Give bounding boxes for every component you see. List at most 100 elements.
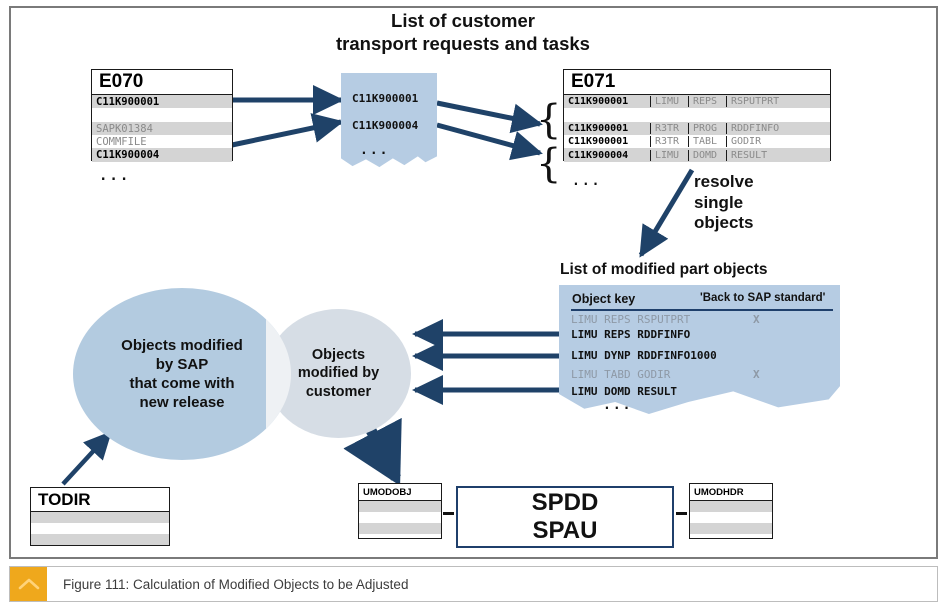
object-key: LIMU REPS RSPUTPRT bbox=[571, 313, 691, 326]
table-row[interactable]: C11K900001 R3TR PROG RDDFINFO bbox=[564, 122, 830, 135]
circle-sap-line3: that come with bbox=[129, 375, 235, 392]
modified-list-flag: X bbox=[753, 368, 760, 381]
main-title-line1: List of customer bbox=[391, 10, 535, 31]
table-e070-header: E070 bbox=[92, 70, 232, 95]
modified-list-row[interactable]: LIMU DOMD RESULT bbox=[571, 385, 677, 398]
object-key: LIMU REPS RDDFINFO bbox=[571, 328, 691, 341]
table-umodhdr[interactable]: UMODHDR bbox=[689, 483, 773, 539]
table-e071[interactable]: E071 C11K900001 LIMU REPS RSPUTPRT C11K9… bbox=[563, 69, 831, 162]
modified-list-row[interactable]: LIMU TABD GODIR bbox=[571, 368, 670, 381]
paper-transport-list bbox=[341, 73, 437, 168]
table-row[interactable]: C11K900001 R3TR TABL GODIR bbox=[564, 135, 830, 148]
table-row[interactable] bbox=[31, 512, 169, 523]
circle-sap-line4: new release bbox=[139, 394, 225, 412]
table-row[interactable] bbox=[359, 523, 441, 534]
paper-line-1: C11K900001 bbox=[352, 92, 419, 105]
table-row[interactable] bbox=[564, 108, 830, 122]
table-todir-header: TODIR bbox=[31, 488, 169, 512]
table-umodhdr-header: UMODHDR bbox=[690, 484, 772, 501]
table-e070[interactable]: E070 C11K900001 SAPK01384 COMMFI bbox=[91, 69, 233, 162]
table-umodobj[interactable]: UMODOBJ bbox=[358, 483, 442, 539]
cell-key: SAPK01384 bbox=[96, 122, 153, 135]
circle-sap-line1: Objects modified bbox=[121, 336, 243, 354]
object-key: LIMU DYNP RDDFINFO1000 bbox=[571, 349, 717, 362]
cell-type: LIMU bbox=[650, 149, 688, 161]
object-key: LIMU TABD GODIR bbox=[571, 368, 671, 381]
table-row[interactable] bbox=[359, 501, 441, 512]
table-row[interactable]: SAPK01384 bbox=[92, 122, 232, 135]
table-e071-body: C11K900001 LIMU REPS RSPUTPRT C11K900001… bbox=[564, 95, 830, 162]
circle-customer-line3: customer bbox=[305, 383, 372, 400]
venn-overlap-region bbox=[266, 309, 291, 438]
e070-ellipsis: ... bbox=[99, 168, 131, 184]
brace-bottom: { bbox=[536, 141, 562, 187]
cell-key: C11K900004 bbox=[568, 149, 629, 161]
modified-list-header-key: Object key bbox=[572, 292, 636, 306]
circle-customer-label: Objects modified by customer bbox=[298, 346, 379, 402]
cell-type: LIMU bbox=[650, 96, 688, 107]
cell-name: RDDFINFO bbox=[726, 123, 794, 134]
table-todir[interactable]: TODIR bbox=[30, 487, 170, 546]
chevron-up-icon[interactable] bbox=[10, 567, 47, 601]
cell-name: GODIR bbox=[726, 136, 794, 147]
table-umodobj-header: UMODOBJ bbox=[359, 484, 441, 501]
paper-ellipsis: ... bbox=[360, 143, 390, 158]
cell-object: TABL bbox=[688, 136, 726, 147]
cell-object: PROG bbox=[688, 123, 726, 134]
resolve-line2: single bbox=[694, 192, 744, 212]
spdd-label: SPDD bbox=[531, 488, 599, 516]
cell-key: C11K900001 bbox=[96, 95, 160, 108]
table-row[interactable] bbox=[690, 523, 772, 534]
cell-object: DOMD bbox=[688, 149, 726, 161]
table-row[interactable] bbox=[31, 534, 169, 545]
circle-customer-line2: modified by bbox=[297, 365, 380, 382]
cell-key: COMMFILE bbox=[96, 135, 147, 148]
table-row[interactable] bbox=[690, 501, 772, 512]
modified-list-row[interactable]: LIMU REPS RSPUTPRT bbox=[571, 313, 690, 326]
connector-left-dash bbox=[443, 512, 454, 515]
cell-type: R3TR bbox=[650, 136, 688, 147]
table-row[interactable]: C11K900004 LIMU DOMD RESULT bbox=[564, 148, 830, 162]
paper-line-2: C11K900004 bbox=[352, 119, 419, 132]
paper-modified-objects bbox=[559, 285, 840, 415]
main-title: List of customer transport requests and … bbox=[248, 10, 678, 55]
table-row[interactable] bbox=[31, 523, 169, 534]
main-title-line2: transport requests and tasks bbox=[336, 32, 590, 54]
cell-key: C11K900001 bbox=[568, 136, 629, 147]
circle-sap-line2: by SAP bbox=[155, 355, 209, 373]
table-e071-header: E071 bbox=[564, 70, 830, 95]
figure-caption-bar: Figure 111: Calculation of Modified Obje… bbox=[9, 566, 938, 602]
figure-caption-text: Figure 111: Calculation of Modified Obje… bbox=[63, 576, 409, 592]
cell-key: C11K900001 bbox=[568, 96, 629, 107]
modified-list-row[interactable]: LIMU REPS RDDFINFO bbox=[571, 328, 690, 341]
cell-type: R3TR bbox=[650, 123, 688, 134]
spau-label: SPAU bbox=[532, 517, 598, 544]
object-key: LIMU DOMD RESULT bbox=[571, 385, 677, 398]
table-umodobj-body bbox=[359, 501, 441, 534]
cell-object: REPS bbox=[688, 96, 726, 107]
cell-name: RESULT bbox=[726, 149, 794, 161]
table-row[interactable]: C11K900001 LIMU REPS RSPUTPRT bbox=[564, 95, 830, 108]
table-row[interactable] bbox=[359, 512, 441, 523]
flag-value: X bbox=[753, 313, 760, 326]
modified-list-row[interactable]: LIMU DYNP RDDFINFO1000 bbox=[571, 349, 717, 362]
modified-list-ellipsis: ... bbox=[603, 398, 633, 413]
cell-key: C11K900001 bbox=[568, 123, 629, 134]
cell-name: RSPUTPRT bbox=[726, 96, 794, 107]
table-row[interactable]: COMMFILE bbox=[92, 135, 232, 148]
table-row[interactable]: C11K900001 bbox=[92, 95, 232, 108]
table-e070-body: C11K900001 SAPK01384 COMMFILE bbox=[92, 95, 232, 162]
cell-key: C11K900004 bbox=[96, 149, 160, 161]
table-row[interactable] bbox=[690, 512, 772, 523]
table-umodhdr-body bbox=[690, 501, 772, 534]
table-todir-body bbox=[31, 512, 169, 545]
box-spdd-spau[interactable]: SPDD SPAU bbox=[456, 486, 674, 548]
resolve-label: resolve single objects bbox=[694, 172, 834, 234]
table-row[interactable]: C11K900004 bbox=[92, 148, 232, 162]
circle-sap-modified[interactable]: Objects modified by SAP that come with n… bbox=[73, 288, 291, 460]
table-row[interactable] bbox=[92, 108, 232, 122]
resolve-line1: resolve bbox=[694, 172, 754, 191]
circle-sap-label: Objects modified by SAP that come with n… bbox=[121, 336, 243, 413]
circle-customer-line1: Objects bbox=[311, 346, 366, 363]
